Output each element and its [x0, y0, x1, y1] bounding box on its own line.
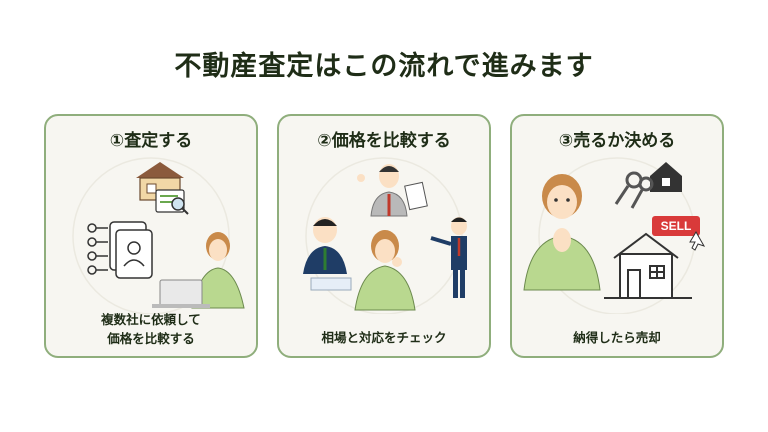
man-pointing-icon	[430, 217, 467, 298]
step-3-line-1: 納得したら売却	[573, 330, 661, 345]
compare-illustration	[303, 157, 467, 314]
house-icon	[604, 232, 692, 299]
sell-sign-label: SELL	[661, 219, 692, 233]
businessman-document-icon	[357, 164, 428, 217]
step-1-title: ①査定する	[109, 131, 193, 151]
step-2-description: 相場と対応をチェック	[279, 328, 489, 347]
step-1-description: 複数社に依頼して 価格を比較する	[46, 310, 256, 348]
step-card-2: ②価格を比較する	[277, 114, 491, 358]
step-3-description: 納得したら売却	[512, 328, 722, 347]
sell-sign-icon: SELL	[652, 216, 706, 251]
step-1-line-1: 複数社に依頼して	[101, 312, 201, 327]
step-card-1: ①査定する	[44, 114, 258, 358]
woman-thinking-icon	[354, 230, 416, 311]
step-2-title: ②価格を比較する	[317, 131, 451, 151]
step-3-title: ③売るか決める	[558, 131, 676, 151]
page-title: 不動産査定はこの流れで進みます	[174, 51, 594, 82]
step-2-line-1: 相場と対応をチェック	[321, 330, 447, 345]
agent-desk-icon	[303, 217, 352, 291]
step-1-line-2: 価格を比較する	[107, 331, 195, 346]
decide-sale-illustration: SELL	[523, 157, 706, 314]
house-search-icon	[136, 162, 189, 215]
step-card-3: ③売るか決める SELL	[510, 114, 724, 358]
profile-document-icon	[109, 221, 153, 279]
checklist-icon	[87, 223, 108, 275]
appraisal-illustration	[72, 157, 245, 314]
woman-laptop-icon	[152, 232, 245, 309]
woman-happy-icon	[523, 174, 601, 291]
house-keys-icon	[614, 162, 682, 209]
